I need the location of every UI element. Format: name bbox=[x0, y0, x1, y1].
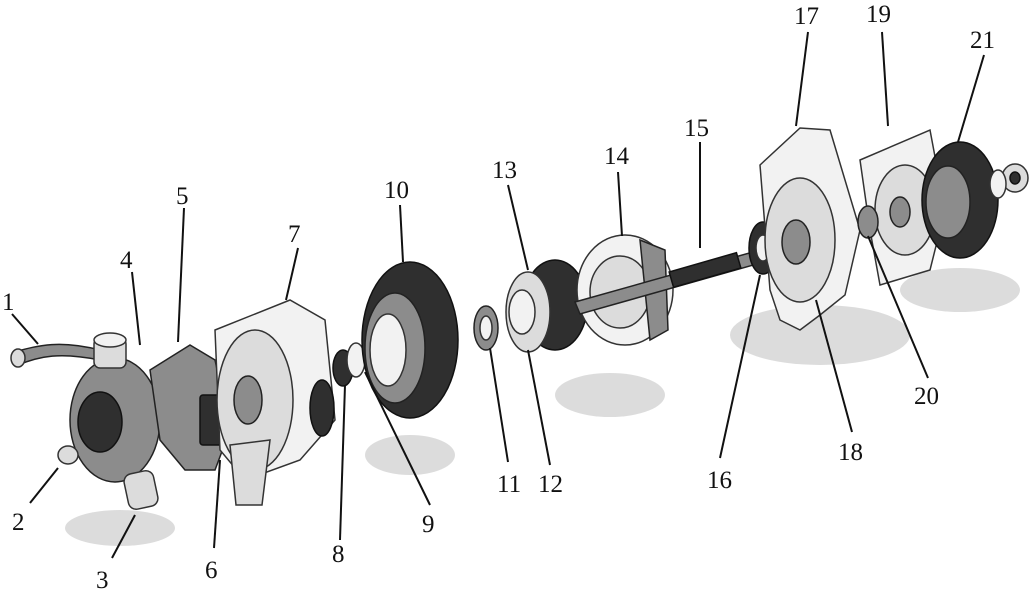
label-1: 1 bbox=[2, 289, 15, 316]
part-pump-assembly bbox=[10, 332, 161, 510]
leader-lines bbox=[11, 31, 985, 559]
part-8-9-bearing bbox=[332, 342, 366, 387]
part-11-bearing bbox=[473, 305, 499, 351]
part-19-fan bbox=[859, 128, 946, 286]
part-10-stator bbox=[361, 261, 459, 419]
label-3: 3 bbox=[96, 567, 109, 593]
label-11: 11 bbox=[497, 471, 521, 498]
ground-shadows bbox=[65, 268, 1020, 546]
label-8: 8 bbox=[332, 541, 345, 568]
label-4: 4 bbox=[120, 247, 133, 274]
part-17-18-front-housing bbox=[759, 127, 861, 331]
label-16: 16 bbox=[707, 467, 732, 494]
label-5: 5 bbox=[176, 183, 189, 210]
label-6: 6 bbox=[205, 557, 218, 584]
label-2: 2 bbox=[12, 509, 25, 536]
label-9: 9 bbox=[422, 511, 435, 538]
label-12: 12 bbox=[538, 471, 563, 498]
part-20-spacer bbox=[857, 205, 879, 239]
label-17: 17 bbox=[794, 3, 819, 30]
label-20: 20 bbox=[914, 383, 939, 410]
part-12-13-rotor bbox=[505, 259, 588, 353]
label-14: 14 bbox=[604, 143, 630, 170]
label-7: 7 bbox=[288, 221, 301, 248]
part-21-pulley bbox=[921, 141, 1029, 259]
label-15: 15 bbox=[684, 115, 709, 142]
label-18: 18 bbox=[838, 439, 863, 466]
label-10: 10 bbox=[384, 177, 409, 204]
label-19: 19 bbox=[866, 1, 891, 28]
label-13: 13 bbox=[492, 157, 517, 184]
part-7-housing bbox=[214, 299, 336, 506]
callout-labels: 1 2 3 4 5 6 7 8 9 10 11 12 13 14 15 16 1… bbox=[2, 1, 995, 594]
label-21: 21 bbox=[970, 27, 995, 54]
